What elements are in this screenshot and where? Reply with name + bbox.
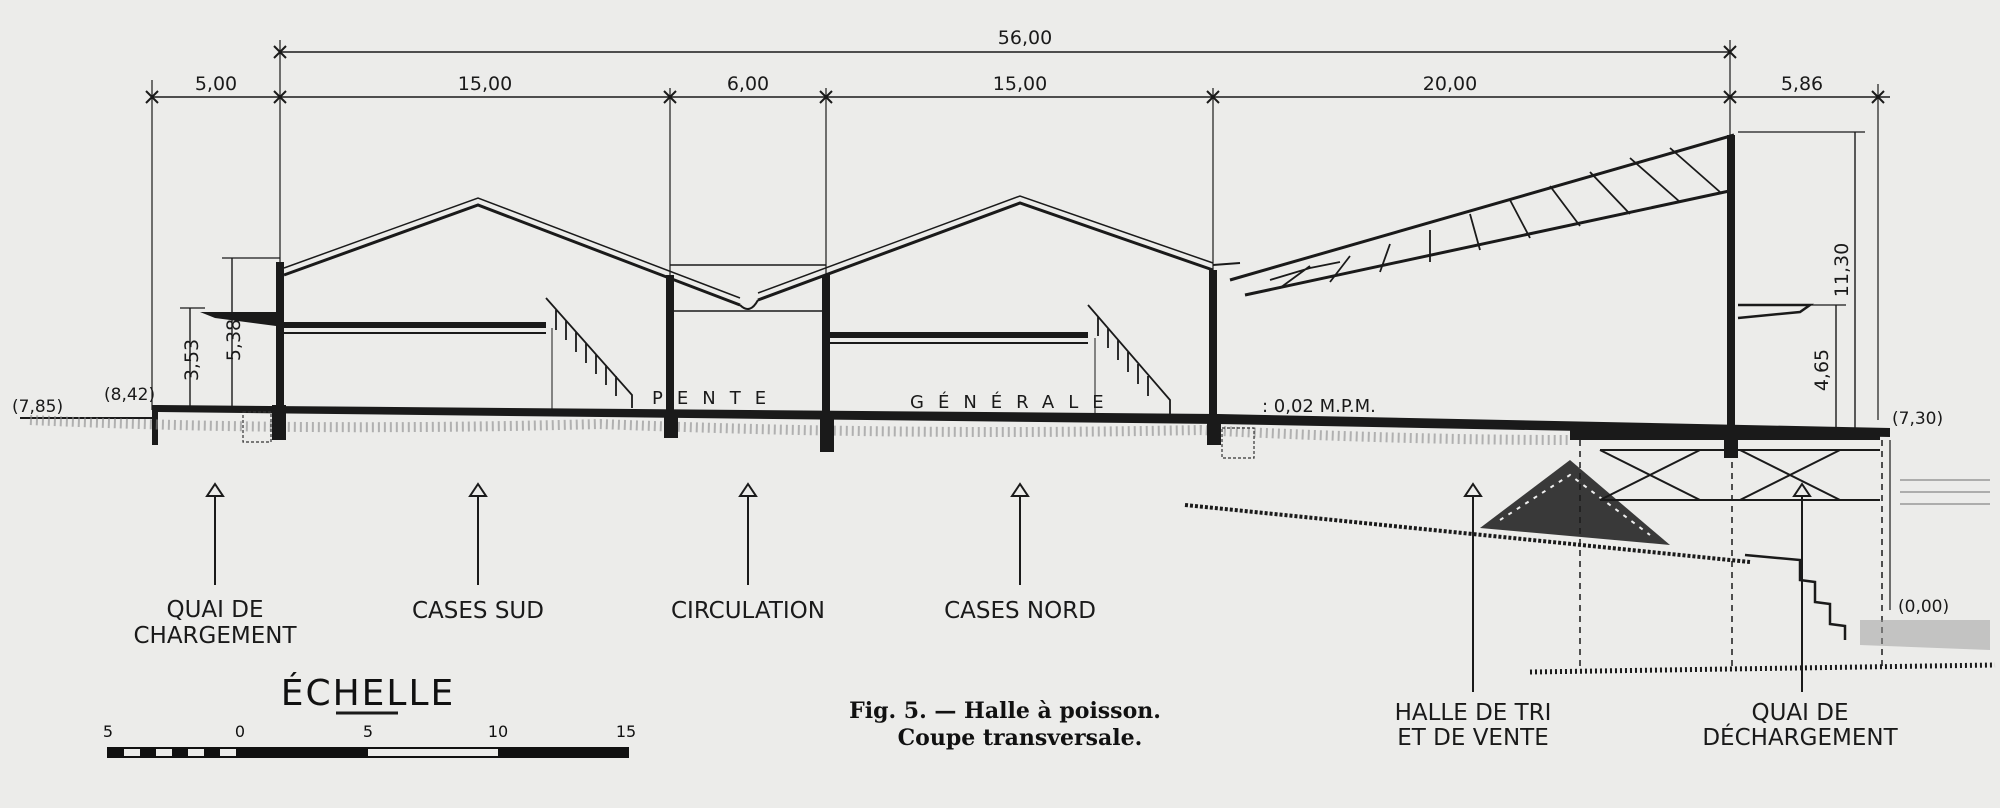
roofs <box>283 195 1241 312</box>
scale-bar: ÉCHELLE 5 0 5 10 15 <box>103 672 636 758</box>
dim-quai-chargement: 5,00 <box>195 73 237 95</box>
dim-h-right-high: 11,30 <box>1831 243 1853 297</box>
dim-circulation: 6,00 <box>727 73 769 95</box>
label-quai-dechargement-1: QUAI DE <box>1751 700 1848 726</box>
label-halle-tri-1: HALLE DE TRI <box>1395 700 1552 726</box>
dim-quai-dechargement: 5,86 <box>1781 73 1823 95</box>
dim-h-left-high: 5,38 <box>223 319 245 361</box>
roof-cases-sud <box>283 203 741 307</box>
roof-truss <box>1229 133 1814 320</box>
scale-tick-2: 5 <box>363 722 373 741</box>
level-left-ground: (7,85) <box>12 397 63 417</box>
dim-cases-sud: 15,00 <box>458 73 512 95</box>
caption-line-1: Fig. 5. — Halle à poisson. <box>849 698 1161 724</box>
slope-word-2: GÉNÉRALE <box>910 391 1118 413</box>
caption-line-2: Coupe transversale. <box>898 725 1143 751</box>
slope-word-1: PENTE <box>652 388 780 409</box>
level-left-quay: (8,42) <box>104 385 155 405</box>
slope-value: : 0,02 M.P.M. <box>1262 396 1376 417</box>
area-arrows <box>205 482 1812 692</box>
quay-structure <box>1184 428 1996 675</box>
dimension-lines: 56,00 5,00 15,00 6,00 15,00 20,00 5,86 <box>145 27 1890 420</box>
scale-title: ÉCHELLE <box>281 672 456 714</box>
label-quai-dechargement-2: DÉCHARGEMENT <box>1702 723 1898 751</box>
figure-caption: Fig. 5. — Halle à poisson. Coupe transve… <box>849 698 1161 751</box>
mezzanines <box>200 297 1171 414</box>
label-halle-tri-2: ET DE VENTE <box>1397 725 1549 751</box>
dim-h-left-low: 3,53 <box>181 339 203 381</box>
dim-halle-tri: 20,00 <box>1423 73 1477 95</box>
label-cases-sud: CASES SUD <box>412 598 544 624</box>
scale-tick-0: 5 <box>103 722 113 741</box>
height-dimensions: 3,53 5,38 11,30 4,65 <box>180 131 1865 428</box>
ground <box>20 405 1890 459</box>
rubble-mound <box>1480 460 1670 545</box>
slope-annotation: PENTE GÉNÉRALE : 0,02 M.P.M. <box>652 388 1376 417</box>
label-cases-nord: CASES NORD <box>944 598 1096 624</box>
scale-tick-1: 0 <box>235 722 245 741</box>
floor-slab <box>158 405 1890 437</box>
roof-cases-nord <box>757 201 1214 302</box>
level-right-quay: (7,30) <box>1892 409 1943 429</box>
label-quai-chargement-2: CHARGEMENT <box>133 623 297 649</box>
dim-h-right-low: 4,65 <box>1811 349 1833 391</box>
dim-cases-nord: 15,00 <box>993 73 1047 95</box>
scale-tick-3: 10 <box>488 722 508 741</box>
label-circulation: CIRCULATION <box>671 598 825 624</box>
label-quai-chargement-1: QUAI DE <box>166 597 263 623</box>
columns <box>276 135 1735 430</box>
area-labels: QUAI DE CHARGEMENT CASES SUD CIRCULATION… <box>133 597 1898 751</box>
level-water: (0,00) <box>1898 597 1949 617</box>
scale-tick-4: 15 <box>616 722 636 741</box>
dim-overall: 56,00 <box>998 27 1052 49</box>
